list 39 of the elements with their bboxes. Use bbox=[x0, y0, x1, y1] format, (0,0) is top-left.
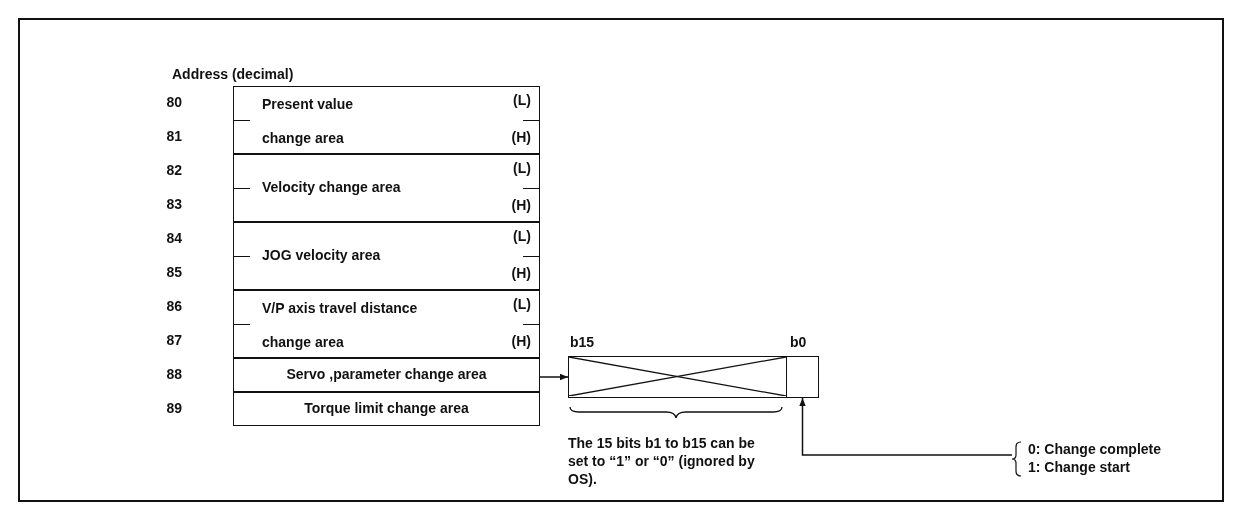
memory-area-cell bbox=[233, 222, 540, 290]
address-number: 89 bbox=[165, 400, 182, 417]
bit-label: b15 bbox=[570, 334, 595, 351]
address-number: 84 bbox=[165, 230, 182, 247]
arrow bbox=[799, 397, 1013, 456]
byte-label: (L) bbox=[513, 92, 531, 109]
address-number: 81 bbox=[165, 128, 182, 145]
state-label: 1: Change start bbox=[1028, 459, 1130, 476]
address-number: 82 bbox=[165, 162, 182, 179]
byte-label: (H) bbox=[511, 265, 531, 282]
axis-heading: Address (decimal) bbox=[172, 66, 294, 83]
address-number: 80 bbox=[165, 94, 182, 111]
byte-label: (H) bbox=[511, 129, 531, 146]
bit-label: b0 bbox=[790, 334, 807, 351]
area-name: V/P axis travel distance change area bbox=[262, 299, 419, 352]
memory-area-cell bbox=[233, 392, 540, 426]
byte-label: (L) bbox=[513, 228, 531, 245]
memory-area-cell bbox=[233, 290, 540, 358]
byte-label: (L) bbox=[513, 296, 531, 313]
area-name: Torque limit change area bbox=[303, 400, 470, 417]
byte-label: (L) bbox=[513, 160, 531, 177]
address-number: 83 bbox=[165, 196, 182, 213]
byte-label: (H) bbox=[511, 333, 531, 350]
address-number: 88 bbox=[165, 366, 182, 383]
area-name: Present value change area bbox=[262, 95, 355, 148]
memory-area-cell bbox=[233, 86, 540, 154]
memory-area-cell bbox=[233, 358, 540, 392]
arrow bbox=[539, 373, 569, 381]
address-number: 86 bbox=[165, 298, 182, 315]
address-number: 85 bbox=[165, 264, 182, 281]
bit-cell bbox=[786, 356, 819, 398]
memory-area-cell bbox=[233, 154, 540, 222]
area-name: JOG velocity area bbox=[262, 247, 381, 264]
note-text: The 15 bits b1 to b15 can be set to “1” or “0” (ignored by OS). bbox=[568, 434, 756, 488]
area-name: Velocity change area bbox=[262, 179, 401, 196]
address-number: 87 bbox=[165, 332, 182, 349]
state-label: 0: Change complete bbox=[1028, 441, 1162, 458]
byte-label: (H) bbox=[511, 197, 531, 214]
area-name: Servo ,parameter change area bbox=[285, 366, 488, 383]
